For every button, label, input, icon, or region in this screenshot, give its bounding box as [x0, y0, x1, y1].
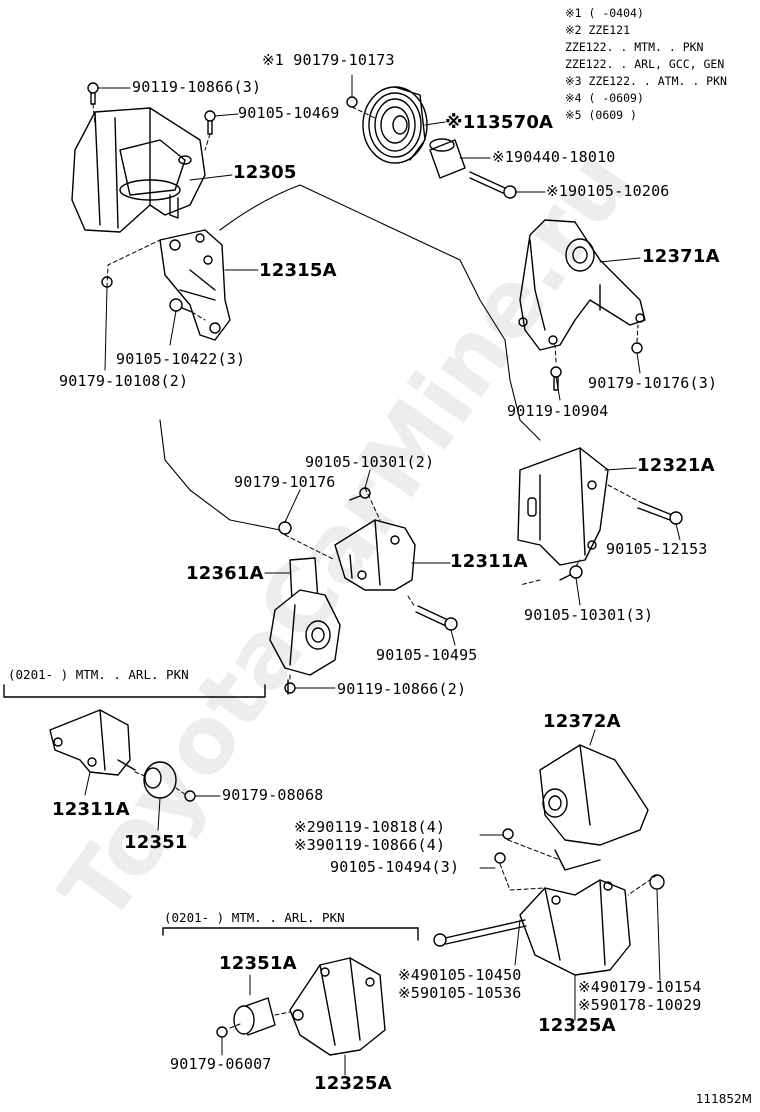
note-5: ※3 ZZE122. . ATM. . PKN: [565, 74, 727, 88]
label-12311A-lower: 12311A: [52, 799, 130, 820]
label-90105-10301-3: 90105-10301(3): [524, 606, 654, 624]
label-90119-10866-2: 90119-10866(2): [337, 680, 467, 698]
label-90119-10866-4: ※390119-10866(4): [294, 836, 446, 854]
bolt-90105-12153: [637, 501, 683, 525]
label-90179-10108-2: 90179-10108(2): [59, 372, 189, 390]
label-90179-10176-3: 90179-10176(3): [588, 374, 718, 392]
mount-12372A: [539, 744, 649, 871]
engine-outline: [219, 184, 541, 441]
bolt-90105-10206: [469, 171, 517, 199]
note-3: ZZE122. . MTM. . PKN: [565, 40, 704, 54]
label-90440-18010: ※190440-18010: [492, 148, 616, 166]
variant-note-1: (0201- ) MTM. . ARL. PKN: [8, 667, 189, 682]
label-12321A: 12321A: [637, 455, 715, 476]
label-90105-10494-3: 90105-10494(3): [330, 858, 460, 876]
pulley-13570A: [362, 86, 428, 164]
bolt-90105-10469: [204, 110, 216, 135]
label-12361A: 12361A: [186, 563, 264, 584]
label-12372A: 12372A: [543, 711, 621, 732]
label-90119-10818-4: ※290119-10818(4): [294, 818, 446, 836]
label-90105-12153: 90105-12153: [606, 540, 708, 558]
bracket-12311A-lower: [49, 709, 136, 776]
variant-bracket-2: [162, 927, 419, 941]
label-12311A-upper: 12311A: [450, 551, 528, 572]
bolt-90119-10866-top: [87, 82, 99, 105]
label-90105-10495: 90105-10495: [376, 646, 478, 664]
variant-note-2: (0201- ) MTM. . ARL. PKN: [164, 910, 345, 925]
label-90105-10536: ※590105-10536: [398, 984, 522, 1002]
label-90179-10176: 90179-10176: [234, 473, 336, 491]
assembly-guide-lines: [92, 103, 658, 1029]
bracket-12325A-bottom: [289, 957, 386, 1056]
mount-12371A: [518, 219, 646, 351]
cushion-12351A: [233, 997, 276, 1036]
label-12371A: 12371A: [642, 246, 720, 267]
cushion-12351: [143, 761, 177, 799]
label-90179-10154: ※490179-10154: [578, 978, 702, 996]
label-12305: 12305: [233, 162, 297, 183]
note-6: ※4 ( -0609): [565, 91, 644, 105]
bracket-12321A: [517, 447, 609, 566]
note-7: ※5 (0609 ): [565, 108, 637, 122]
label-90105-10469: 90105-10469: [238, 104, 340, 122]
nut-90179-06007: [216, 1026, 228, 1038]
leader-lines: [84, 74, 681, 1076]
bracket-12311A-upper: [334, 519, 416, 591]
nut-90179-10176-right: [631, 342, 643, 354]
label-12325A-right: 12325A: [538, 1015, 616, 1036]
label-90179-08068: 90179-08068: [222, 786, 324, 804]
bolts-90119-10818: [494, 828, 514, 864]
figure-reference: 111852M: [695, 1092, 752, 1106]
label-12315A: 12315A: [259, 260, 337, 281]
bolt-90105-10422: [169, 298, 193, 313]
label-13570A: ※113570A: [445, 112, 554, 133]
note-2: ※2 ZZE121: [565, 23, 631, 37]
variant-bracket-1: [3, 684, 266, 698]
label-90119-10904: 90119-10904: [507, 402, 609, 420]
label-90105-10206: ※190105-10206: [546, 182, 670, 200]
nut-90179-10154: [649, 874, 665, 890]
bracket-12315A: [159, 229, 231, 341]
nut-90179-10173: [346, 96, 358, 108]
label-90179-10173: ※1 90179-10173: [262, 51, 395, 69]
label-90179-06007: 90179-06007: [170, 1055, 272, 1073]
mount-12361A: [269, 557, 341, 676]
label-90105-10450: ※490105-10450: [398, 966, 522, 984]
label-90105-10422-3: 90105-10422(3): [116, 350, 246, 368]
bracket-12325A-right: [519, 879, 631, 976]
bolt-90105-10495: [415, 605, 458, 631]
label-90105-10301-2: 90105-10301(2): [305, 453, 435, 471]
label-12351: 12351: [124, 832, 188, 853]
label-12325A-bottom: 12325A: [314, 1073, 392, 1094]
label-90119-10866-3: 90119-10866(3): [132, 78, 262, 96]
collar-90440-18010: [429, 138, 466, 179]
bolt-90105-10301-lower: [559, 565, 583, 581]
note-4: ZZE122. . ARL, GCC, GEN: [565, 57, 725, 71]
label-12351A: 12351A: [219, 953, 297, 974]
label-90178-10029: ※590178-10029: [578, 996, 702, 1014]
bolt-90105-10450: [433, 919, 527, 947]
note-1: ※1 ( -0404): [565, 6, 644, 20]
engine-mount-12305: [71, 107, 206, 233]
